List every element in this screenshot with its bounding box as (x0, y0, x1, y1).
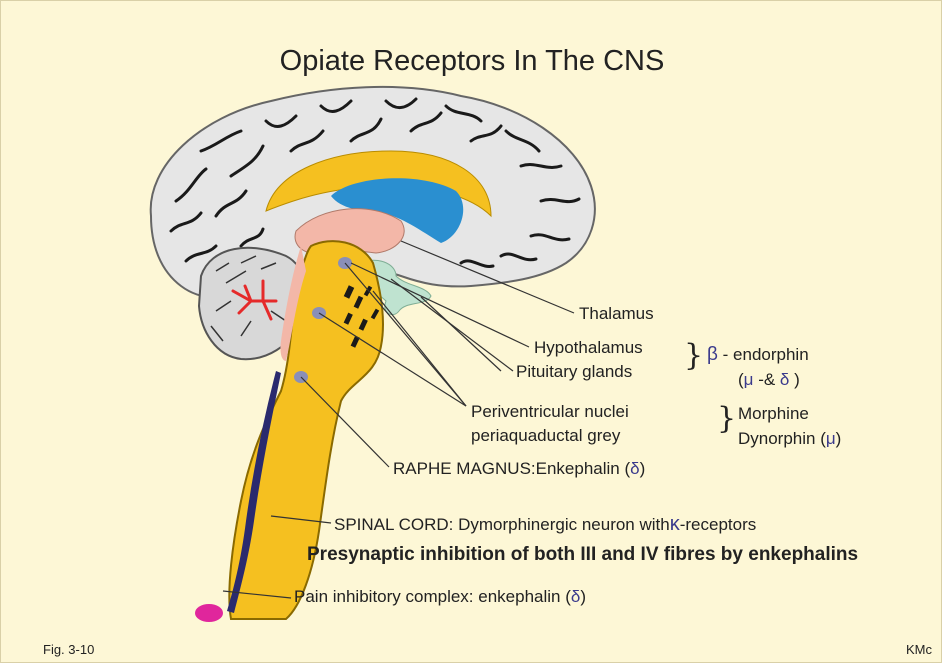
dynorphin-mu: μ (826, 429, 836, 448)
label-raphe: RAPHE MAGNUS:Enkephalin (δ) (393, 459, 645, 479)
endorphin-close: ) (789, 370, 799, 389)
brace-morphine: } (717, 401, 736, 436)
label-morphine: Morphine (738, 404, 809, 424)
endorphin-amp: -& (753, 370, 779, 389)
raphe-close: ) (640, 459, 646, 478)
brace-endorphin: } (684, 338, 703, 373)
label-spinal-cord: SPINAL CORD: Dymorphinergic neuron withκ… (334, 513, 756, 536)
pain-close: ) (580, 587, 586, 606)
endorphin-line: β - endorphin (707, 344, 809, 366)
beta-symbol: β (707, 344, 718, 365)
endorphin-receptors: (μ -& δ ) (738, 370, 800, 390)
spinal-tail: -receptors (680, 515, 757, 534)
pain-complex-marker (195, 604, 223, 622)
label-thalamus: Thalamus (579, 304, 654, 324)
endorphin-delta: δ (780, 370, 789, 389)
label-periaquaductal: periaquaductal grey (471, 426, 620, 446)
label-pain-complex: Pain inhibitory complex: enkephalin (δ) (294, 587, 586, 607)
label-pituitary: Pituitary glands (516, 362, 632, 382)
endorphin-text: - endorphin (718, 345, 809, 364)
label-hypothalamus: Hypothalamus (534, 338, 643, 358)
pain-text: Pain inhibitory complex: enkephalin ( (294, 587, 571, 606)
label-periventricular: Periventricular nuclei (471, 402, 629, 422)
endorphin-mu: μ (744, 370, 754, 389)
dynorphin-text: Dynorphin ( (738, 429, 826, 448)
pain-delta: δ (571, 587, 580, 606)
label-dynorphin: Dynorphin (μ) (738, 429, 841, 449)
raphe-delta: δ (630, 459, 639, 478)
figure-number: Fig. 3-10 (43, 642, 94, 657)
author-initials: KMc (906, 642, 932, 657)
spinal-text: SPINAL CORD: Dymorphinergic neuron with (334, 515, 670, 534)
label-presynaptic: Presynaptic inhibition of both III and I… (307, 544, 858, 566)
raphe-text: RAPHE MAGNUS:Enkephalin ( (393, 459, 630, 478)
dynorphin-close: ) (836, 429, 842, 448)
spinal-kappa: κ (670, 513, 680, 535)
